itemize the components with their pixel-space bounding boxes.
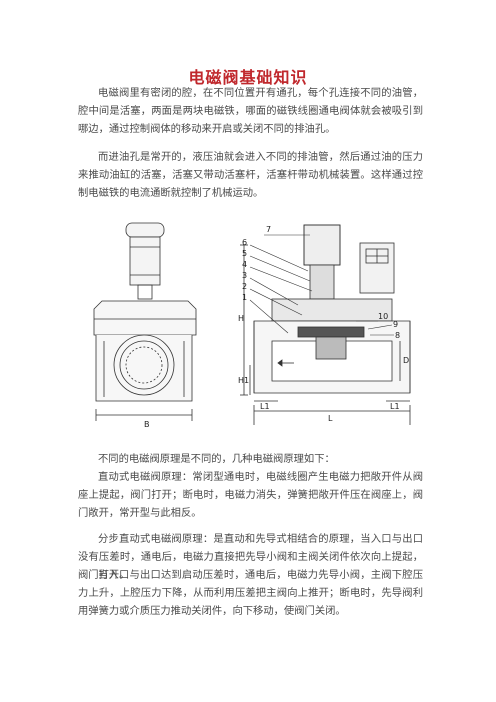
- paragraph-6: 当入口与出口达到启动压差时，通电后，电磁力先导小阀，主阀下腔压力上升，上腔压力下…: [78, 569, 423, 617]
- callout-7: 7: [266, 225, 271, 234]
- dim-label-h1: H1: [238, 376, 249, 385]
- dim-label-l1-left: L1: [260, 402, 270, 411]
- paragraph-5: 分步直动式电磁阀原理：是直动和先导式相结合的原理，当入口与出口没有压差时，通电后…: [78, 533, 423, 581]
- dim-label-d: D: [403, 356, 409, 365]
- dim-label-l1-right: L1: [390, 402, 400, 411]
- callout-5: 5: [242, 249, 247, 258]
- paragraph-1: 电磁阀里有密闭的腔，在不同位置开有通孔，每个孔连接不同的油管，腔中间是活塞，两面…: [78, 87, 423, 135]
- valve-section-view: [240, 224, 411, 425]
- callout-1: 1: [242, 293, 247, 302]
- callout-4: 4: [242, 260, 247, 269]
- valve-exterior-view: [93, 222, 197, 421]
- paragraph-3: 不同的电磁阀原理是不同的，几种电磁阀原理如下：: [98, 453, 335, 465]
- callout-3: 3: [242, 271, 247, 280]
- callout-8: 8: [395, 331, 400, 340]
- dim-label-b: B: [144, 420, 150, 429]
- solenoid-valve-diagram: B: [93, 222, 411, 429]
- paragraph-4: 直动式电磁阀原理：常闭型通电时，电磁线圈产生电磁力把敞开件从阀座上提起，阀门打开…: [78, 471, 423, 519]
- dim-label-l: L: [328, 414, 333, 423]
- dim-label-h: H: [238, 314, 244, 323]
- page-title: 电磁阀基础知识: [188, 68, 308, 87]
- callout-leaders: [249, 234, 394, 336]
- callout-9: 9: [393, 320, 398, 329]
- callout-10: 10: [378, 312, 388, 321]
- callout-6: 6: [242, 238, 247, 247]
- paragraph-2: 而进油孔是常开的，液压油就会进入不同的排油管，然后通过油的压力来推动油缸的活塞，…: [78, 151, 423, 199]
- callout-2: 2: [242, 282, 247, 291]
